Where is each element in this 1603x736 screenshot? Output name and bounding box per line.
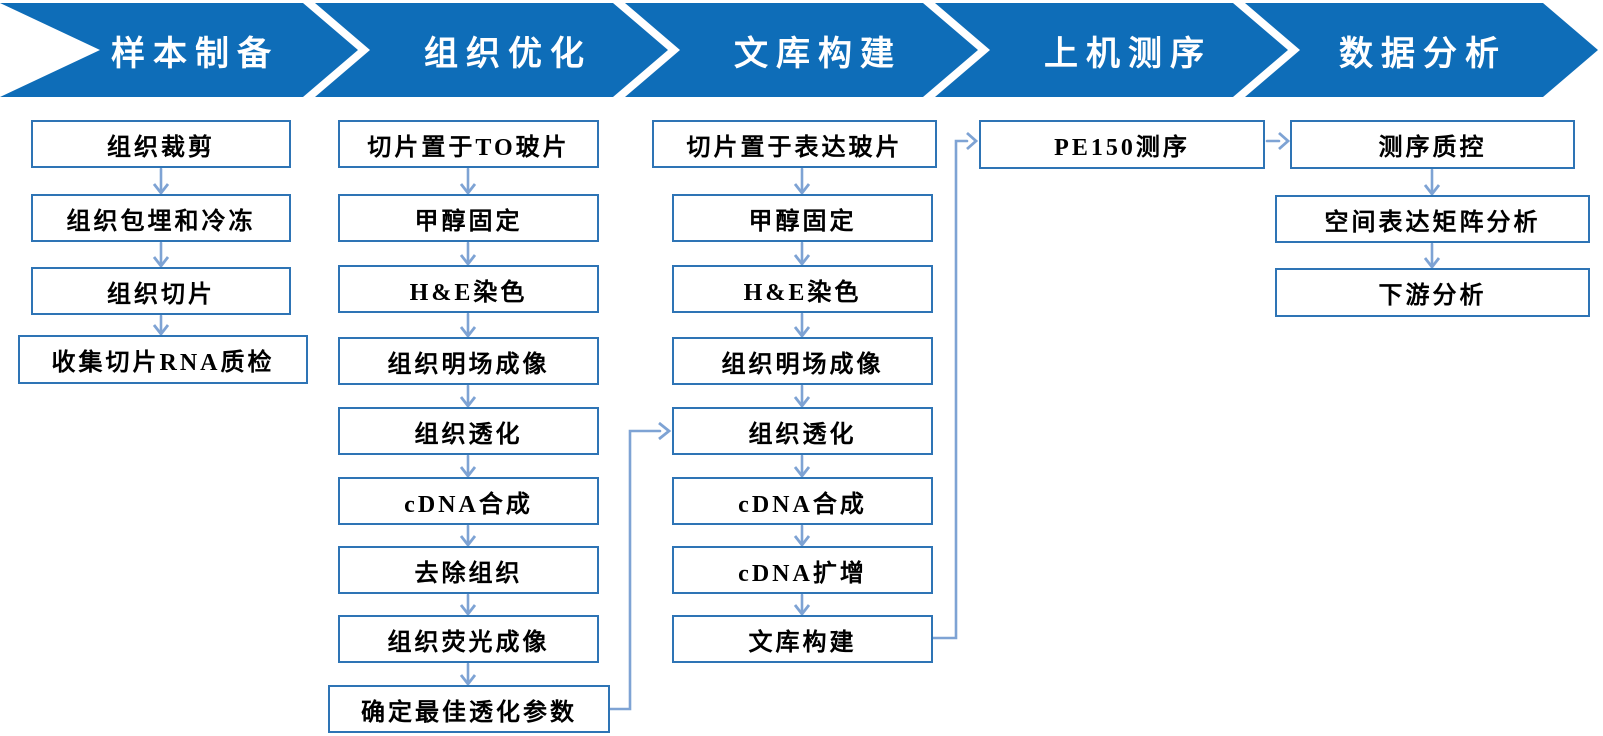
step-methanol-fixation: 甲醇固定 <box>338 194 599 242</box>
stage-chevron-tissue-opt <box>315 3 668 97</box>
down-arrow <box>152 167 170 337</box>
stage-chevron-sequencing <box>935 3 1288 97</box>
step-tissue-trimming: 组织裁剪 <box>31 120 291 168</box>
step-sequencing-qc: 测序质控 <box>1290 120 1575 169</box>
step-permeabilization: 组织透化 <box>338 407 599 455</box>
step-optimal-permeabilization-params: 确定最佳透化参数 <box>328 685 610 733</box>
step-brightfield-imaging: 组织明场成像 <box>338 337 599 385</box>
step-downstream-analysis: 下游分析 <box>1275 268 1590 317</box>
step-cdna-synthesis-2: cDNA合成 <box>672 477 933 525</box>
stage-chevron-sample-prep <box>0 3 358 97</box>
down-arrow <box>459 167 477 687</box>
step-section-on-expression-slide: 切片置于表达玻片 <box>652 120 937 168</box>
step-methanol-fixation-2: 甲醇固定 <box>672 194 933 242</box>
stage-chevron-library <box>625 3 978 97</box>
step-brightfield-imaging-2: 组织明场成像 <box>672 337 933 385</box>
step-cdna-amplification: cDNA扩增 <box>672 546 933 594</box>
connector-library-to-sequencing <box>931 131 979 640</box>
stage-chevron-analysis <box>1245 3 1598 97</box>
step-fluorescence-imaging: 组织荧光成像 <box>338 615 599 663</box>
step-tissue-removal: 去除组织 <box>338 546 599 594</box>
step-pe150-sequencing: PE150测序 <box>979 120 1265 169</box>
step-permeabilization-2: 组织透化 <box>672 407 933 455</box>
step-cdna-synthesis: cDNA合成 <box>338 477 599 525</box>
down-arrow <box>1423 168 1441 270</box>
arrow-pe150-to-qc <box>1265 131 1291 151</box>
connector-optimal-params-to-permeabilization <box>608 421 672 711</box>
step-section-on-to-slide: 切片置于TO玻片 <box>338 120 599 168</box>
step-he-staining-2: H&E染色 <box>672 265 933 313</box>
step-he-staining: H&E染色 <box>338 265 599 313</box>
step-tissue-embedding-freezing: 组织包埋和冷冻 <box>31 194 291 242</box>
step-spatial-expression-matrix-analysis: 空间表达矩阵分析 <box>1275 195 1590 243</box>
step-tissue-sectioning: 组织切片 <box>31 267 291 315</box>
step-library-construction: 文库构建 <box>672 615 933 663</box>
step-collect-sections-rna-qc: 收集切片RNA质检 <box>18 335 308 384</box>
down-arrow <box>793 167 811 617</box>
header-banner <box>0 3 1598 97</box>
